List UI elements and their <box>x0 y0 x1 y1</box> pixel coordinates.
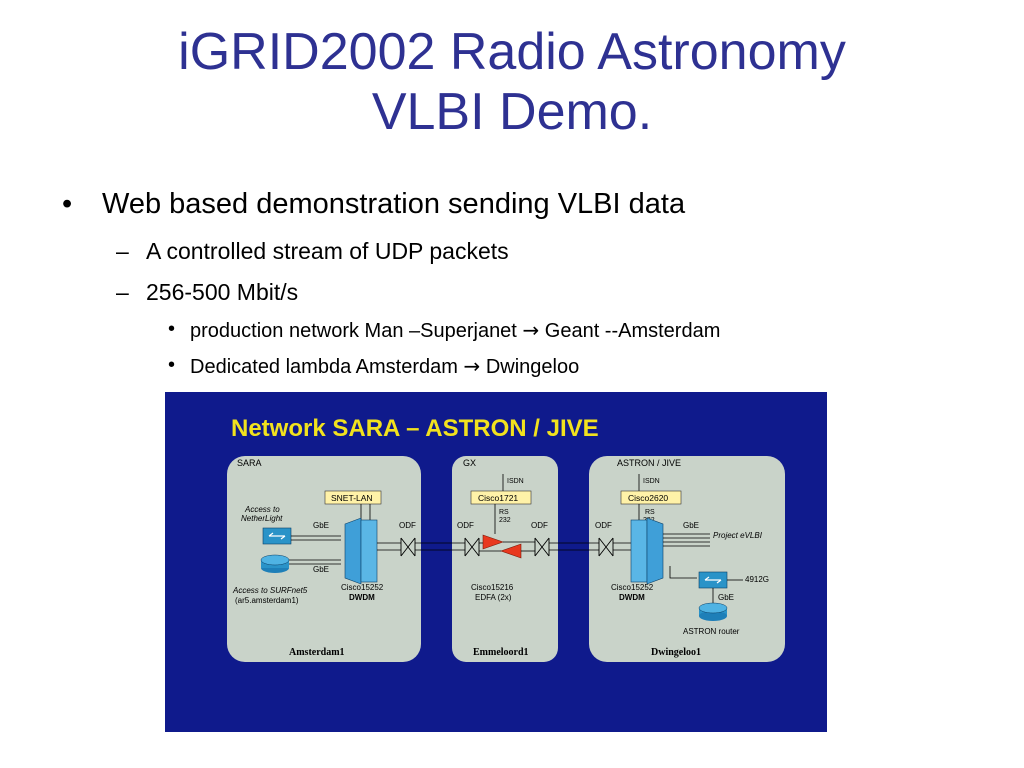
diagram-title: Network SARA – ASTRON / JIVE <box>231 415 599 442</box>
panel-footer-emmeloord: Emmeloord1 <box>473 647 529 658</box>
bullet-main-text: Web based demonstration sending VLBI dat… <box>102 188 686 220</box>
odf-label-sara: ODF <box>399 521 416 530</box>
snet-lan-box <box>324 490 382 505</box>
odf-label-gx-left: ODF <box>457 521 474 530</box>
switch-4912g-label: 4912G <box>745 575 769 584</box>
cisco1721-label: Cisco1721 <box>478 493 518 503</box>
subsub-text-before: production network Man –Superjanet <box>190 320 517 342</box>
odf-icon <box>400 537 416 557</box>
isdn-label-gx: ISDN <box>507 478 524 485</box>
cisco15216-label: Cisco15216 <box>471 583 514 592</box>
bullet-dot-icon: • <box>168 354 176 376</box>
isdn-label-astron: ISDN <box>643 478 660 485</box>
dwdm-label-sara: DWDM <box>349 593 375 602</box>
cisco2620-label: Cisco2620 <box>628 493 668 503</box>
rs-label-gx: RS <box>499 509 509 516</box>
title-line-1: iGRID2002 Radio Astronomy <box>178 23 846 81</box>
access-surfnet-label-2: (ar5.amsterdam1) <box>235 596 299 605</box>
gbe-label-astron-bottom: GbE <box>718 593 734 602</box>
sub-bullet-text: 256-500 Mbit/s <box>146 279 299 305</box>
cisco1721-box <box>470 490 532 505</box>
gbe-label-sara-top: GbE <box>313 521 329 530</box>
panel-header-sara: SARA <box>237 458 262 468</box>
slide-title: iGRID2002 Radio Astronomy VLBI Demo. <box>0 22 1024 142</box>
network-diagram-svg: Network SARA – ASTRON / JIVE SARA GX AST… <box>165 392 827 732</box>
bullet-dot-icon: • <box>168 318 176 340</box>
astron-router-icon <box>699 611 727 621</box>
panel-gx <box>452 456 558 662</box>
access-netherlight-label-2: NetherLight <box>241 514 283 523</box>
astron-router-label: ASTRON router <box>683 627 740 636</box>
rs-label-astron: RS <box>645 509 655 516</box>
dwdm-label-astron: DWDM <box>619 593 645 602</box>
network-diagram: Network SARA – ASTRON / JIVE SARA GX AST… <box>165 392 827 732</box>
dash-icon: – <box>116 238 129 264</box>
odf-icon <box>534 537 550 557</box>
cisco15252-label-astron: Cisco15252 <box>611 583 654 592</box>
right-arrow-icon: → <box>522 318 540 342</box>
dash-icon: – <box>116 279 129 305</box>
dwdm-mux-icon <box>344 517 362 585</box>
dwdm-mux-body <box>360 519 378 583</box>
dwdm-mux-icon <box>646 517 664 585</box>
router-top <box>698 602 728 614</box>
router-top <box>260 554 290 566</box>
panel-header-gx: GX <box>463 458 476 468</box>
panel-footer-dwingeloo: Dwingeloo1 <box>651 647 701 658</box>
panel-footer-amsterdam: Amsterdam1 <box>289 647 345 658</box>
edfa-label: EDFA (2x) <box>475 593 512 602</box>
odf-label-astron: ODF <box>595 521 612 530</box>
gbe-label-astron-top: GbE <box>683 521 699 530</box>
dwdm-mux-body <box>630 519 648 583</box>
panel-header-astron: ASTRON / JIVE <box>617 458 681 468</box>
bullet-dot-icon: • <box>62 188 73 220</box>
odf-icon <box>464 537 480 557</box>
right-arrow-icon: → <box>463 354 481 378</box>
subsub-text-after: Dwingeloo <box>485 356 580 378</box>
title-line-2: VLBI Demo. <box>371 83 653 141</box>
panel-sara <box>227 456 421 662</box>
gbe-label-sara-bottom: GbE <box>313 565 329 574</box>
access-surfnet-label-1: Access to SURFnet5 <box>232 586 308 595</box>
odf-label-gx-right: ODF <box>531 521 548 530</box>
switch-link <box>669 566 697 579</box>
access-netherlight-label-1: Access to <box>244 505 280 514</box>
subsub-text-after: Geant --Amsterdam <box>544 320 721 342</box>
snet-lan-label: SNET-LAN <box>331 493 373 503</box>
cisco2620-box <box>620 490 682 505</box>
switch-arrows <box>704 576 722 584</box>
odf-icon <box>598 537 614 557</box>
n232-label-gx: 232 <box>499 517 511 524</box>
panel-astron <box>589 456 785 662</box>
sub-bullet-text: A controlled stream of UDP packets <box>146 238 509 264</box>
edfa-amplifier-icon <box>482 534 504 550</box>
switch-arrows <box>268 532 286 540</box>
subsub-text-before: Dedicated lambda Amsterdam <box>190 356 458 378</box>
cisco15252-label-sara: Cisco15252 <box>341 583 384 592</box>
project-evlbi-label: Project eVLBI <box>713 531 763 540</box>
